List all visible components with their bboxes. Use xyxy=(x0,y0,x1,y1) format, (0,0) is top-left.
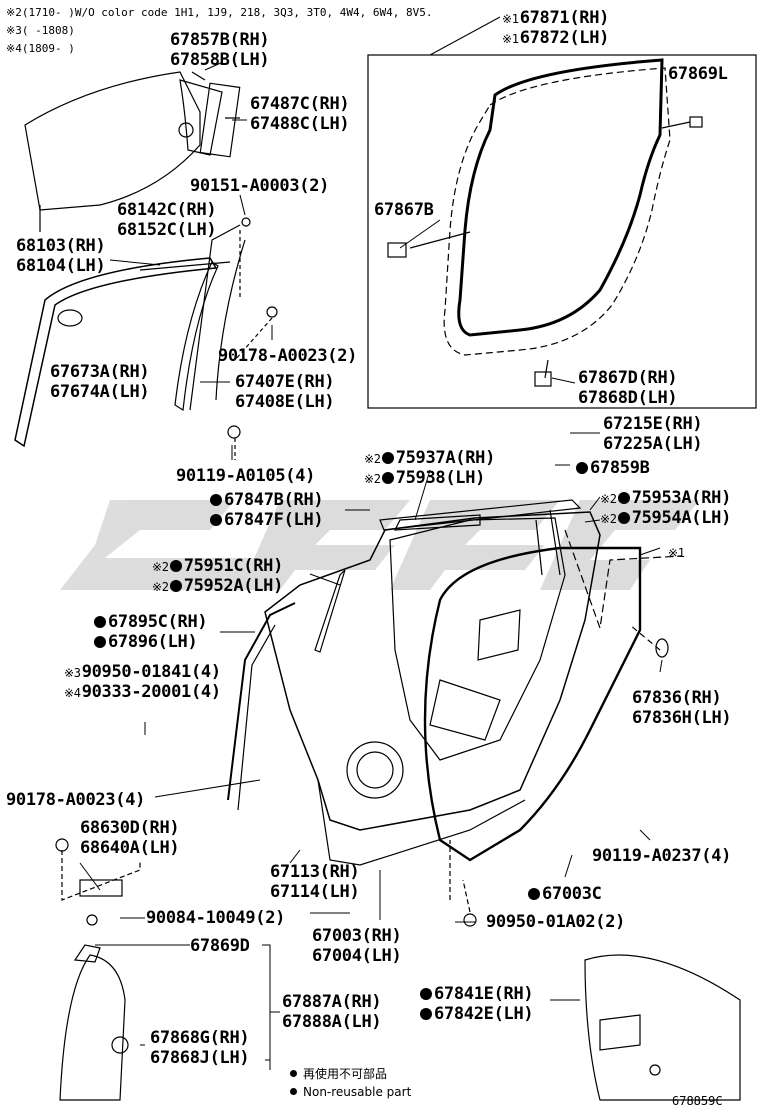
part-label: 68104(LH) xyxy=(16,256,106,276)
part-label: 67888A(LH) xyxy=(282,1012,382,1032)
part-label: 67896(LH) xyxy=(94,632,198,652)
door-inner-panel xyxy=(264,511,601,831)
note-production-range-3: ※3( -1808) xyxy=(6,24,75,37)
part-label: 90119-A0237(4) xyxy=(592,846,732,866)
part-label: 67859B xyxy=(576,458,650,478)
part-label: 67842E(LH) xyxy=(420,1004,534,1024)
clip-67867d xyxy=(534,371,552,387)
door-weatherstrip xyxy=(457,58,664,337)
part-label: 90151-A0003(2) xyxy=(190,176,330,196)
part-label: 68142C(RH) xyxy=(117,200,217,220)
legend-jp: 再使用不可部品 xyxy=(290,1066,387,1082)
part-label: 67408E(LH) xyxy=(235,392,335,412)
part-label: 68630D(RH) xyxy=(80,818,180,838)
weatherstrip-detail-box xyxy=(367,54,757,409)
part-label: ※167872(LH) xyxy=(502,28,610,48)
part-label: 67407E(RH) xyxy=(235,372,335,392)
part-label: 67868G(RH) xyxy=(150,1028,250,1048)
part-label: 67868J(LH) xyxy=(150,1048,250,1068)
part-label: 90178-A0023(4) xyxy=(6,790,146,810)
part-label: 68103(RH) xyxy=(16,236,106,256)
part-label: 67836(RH) xyxy=(632,688,722,708)
figure-code: 678859C xyxy=(672,1094,723,1108)
part-label: 67225A(LH) xyxy=(603,434,703,454)
door-glass xyxy=(24,71,201,211)
part-label: 67114(LH) xyxy=(270,882,360,902)
part-label: ※167871(RH) xyxy=(502,8,610,28)
part-label: 67488C(LH) xyxy=(250,114,350,134)
door-lock-area xyxy=(429,679,501,741)
part-label: 67003C xyxy=(528,884,602,904)
part-label: 67113(RH) xyxy=(270,862,360,882)
part-label: 68152C(LH) xyxy=(117,220,217,240)
part-label: 67487C(RH) xyxy=(250,94,350,114)
part-label: 67869D xyxy=(190,936,250,956)
part-label: 90084-10049(2) xyxy=(146,908,286,928)
hinge-bracket xyxy=(79,879,123,897)
door-trim-opening xyxy=(389,517,566,761)
part-label: 68640A(LH) xyxy=(80,838,180,858)
belt-moulding xyxy=(379,499,582,531)
part-label: 67857B(RH) xyxy=(170,30,270,50)
part-label: 67836H(LH) xyxy=(632,708,732,728)
part-label: 67867B xyxy=(374,200,434,220)
part-label: 67847B(RH) xyxy=(210,490,324,510)
part-label: ※1 xyxy=(668,546,685,560)
part-label: 67887A(RH) xyxy=(282,992,382,1012)
door-frame-trim xyxy=(59,954,126,1101)
part-label: ※490333-20001(4) xyxy=(64,682,221,702)
part-label: 67003(RH) xyxy=(312,926,402,946)
run-channel xyxy=(14,257,218,448)
clip-67869l xyxy=(689,116,703,128)
part-label: 67841E(RH) xyxy=(420,984,534,1004)
door-outline-small xyxy=(584,954,741,1101)
part-label: 67868D(LH) xyxy=(578,388,678,408)
edge-seal xyxy=(227,602,296,801)
legend-en: Non-reusable part xyxy=(290,1084,411,1100)
note-color-code: ※2(1710- )W/O color code 1H1, 1J9, 218, … xyxy=(6,6,433,19)
part-label: 67847F(LH) xyxy=(210,510,324,530)
part-label: 67867D(RH) xyxy=(578,368,678,388)
part-label: 90178-A0023(2) xyxy=(218,346,358,366)
leader-lines xyxy=(79,16,663,1070)
note-production-range-4: ※4(1809- ) xyxy=(6,42,75,55)
part-label: 90950-01A02(2) xyxy=(486,912,626,932)
part-label: 67673A(RH) xyxy=(50,362,150,382)
part-label: 67858B(LH) xyxy=(170,50,270,70)
part-label: 67895C(RH) xyxy=(94,612,208,632)
part-label: 67674A(LH) xyxy=(50,382,150,402)
part-label: 67869L xyxy=(668,64,728,84)
part-label: 67215E(RH) xyxy=(603,414,703,434)
part-label: 90119-A0105(4) xyxy=(176,466,316,486)
sash-cover xyxy=(199,82,241,158)
part-label: ※390950-01841(4) xyxy=(64,662,221,682)
speaker-hole xyxy=(346,741,404,799)
part-label: 67004(LH) xyxy=(312,946,402,966)
clip-67867b xyxy=(387,242,407,258)
watermark-logo xyxy=(60,500,700,590)
door-outer-weatherstrip xyxy=(423,546,642,862)
